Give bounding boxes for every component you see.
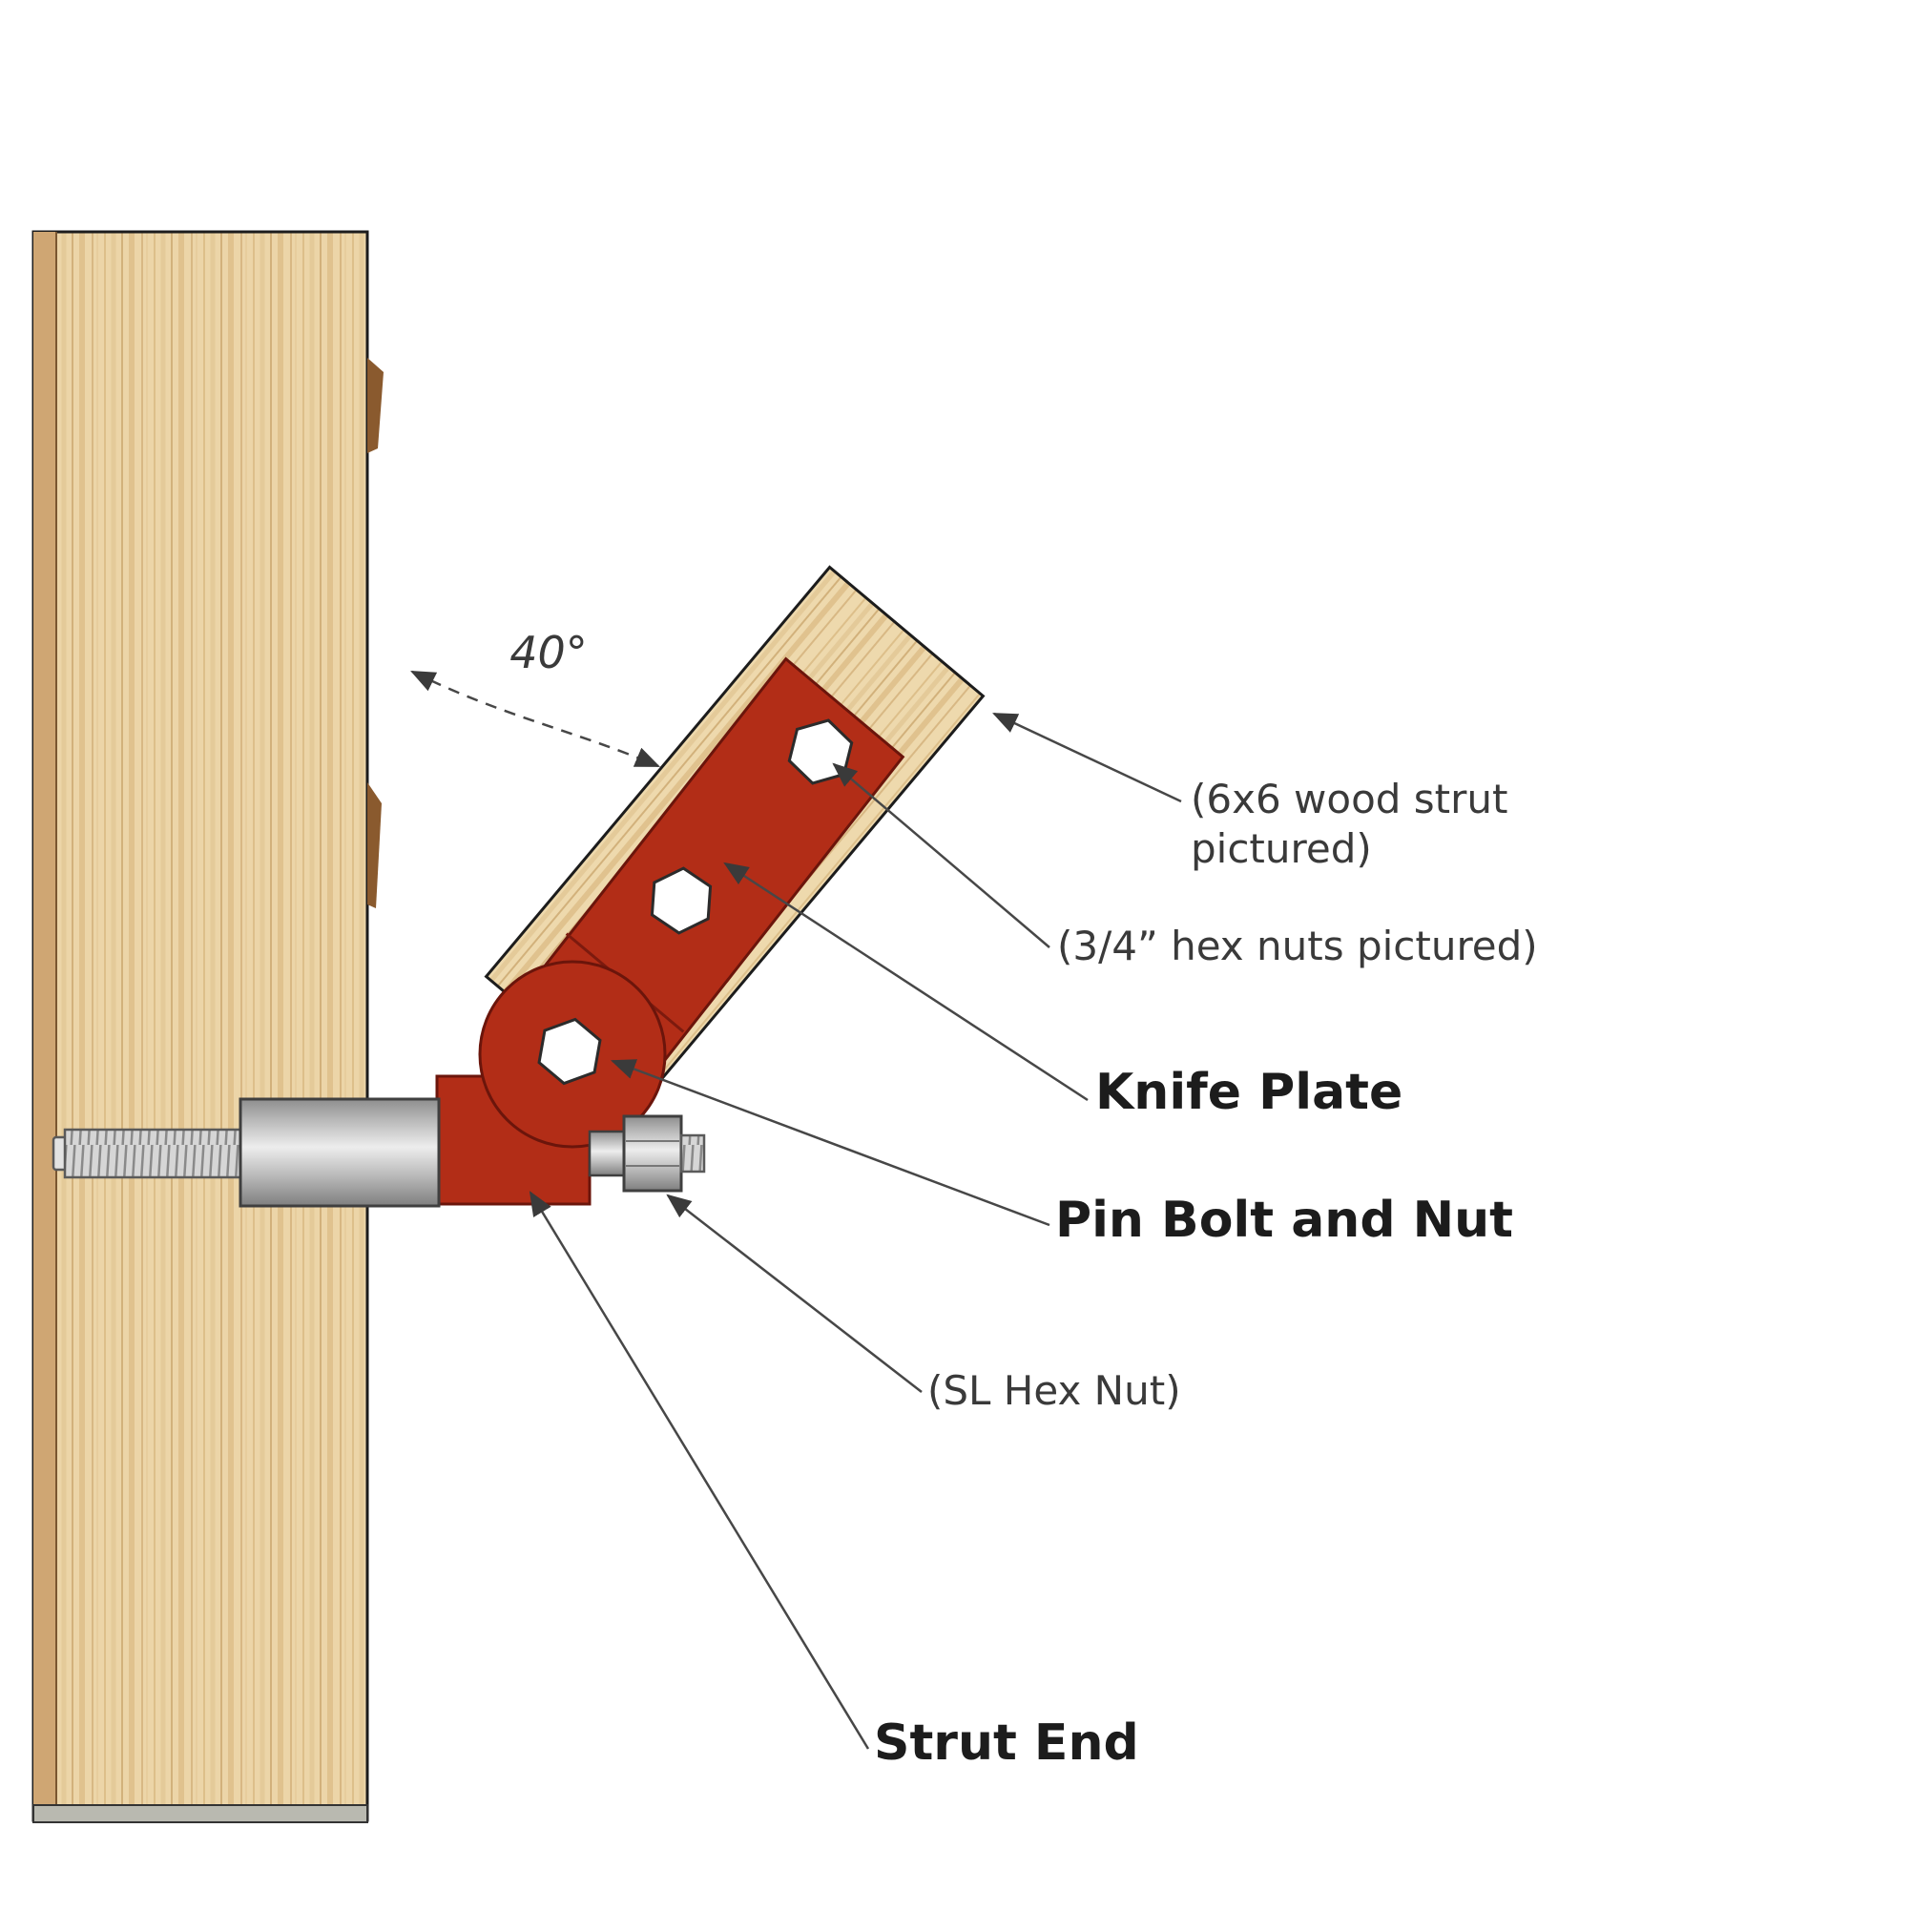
- label-hex-nuts: (3/4” hex nuts pictured): [1057, 923, 1538, 969]
- leader-wood-strut: [992, 712, 1182, 803]
- bolt-sleeve-cylinder: [239, 1097, 441, 1208]
- wood-post-face: [31, 230, 369, 1822]
- labels: (6x6 wood strut pictured) (3/4” hex nuts…: [874, 776, 1538, 1772]
- leader-lines: [529, 712, 1182, 1750]
- leader-hex-nuts: [832, 762, 1050, 948]
- wood-knot-lower: [367, 782, 382, 908]
- bolt-threaded-end: [63, 1128, 244, 1179]
- angle-arc: [410, 670, 660, 768]
- hex-nut-middle: [650, 866, 713, 935]
- leader-strut-end: [529, 1191, 870, 1750]
- label-strut-end: Strut End: [874, 1714, 1139, 1772]
- bolt-thread-stub: [679, 1133, 706, 1174]
- label-wood-strut-line1: (6x6 wood strut: [1191, 776, 1508, 822]
- wood-post: [31, 230, 384, 1823]
- label-knife-plate: Knife Plate: [1095, 1064, 1402, 1121]
- hex-nut-pivot: [537, 1017, 602, 1086]
- leader-sl-hex-nut: [666, 1194, 923, 1393]
- label-sl-hex-nut: (SL Hex Nut): [927, 1367, 1181, 1414]
- wood-post-side-edge: [33, 232, 56, 1820]
- bolt-shaft-right: [588, 1130, 628, 1177]
- angle-annotation: 40°: [410, 627, 660, 768]
- wood-knot-upper: [367, 358, 384, 453]
- leader-pin-bolt: [610, 1059, 1050, 1227]
- plate-hex-nuts: [537, 718, 854, 1086]
- sl-hex-nut: [622, 1114, 683, 1193]
- wood-post-bottom-edge: [32, 1804, 368, 1823]
- label-pin-bolt: Pin Bolt and Nut: [1055, 1192, 1513, 1249]
- leader-knife-plate: [723, 862, 1089, 1102]
- angle-label: 40°: [509, 627, 588, 678]
- pin-bolt: [52, 1097, 706, 1208]
- label-wood-strut-line2: pictured): [1191, 825, 1372, 872]
